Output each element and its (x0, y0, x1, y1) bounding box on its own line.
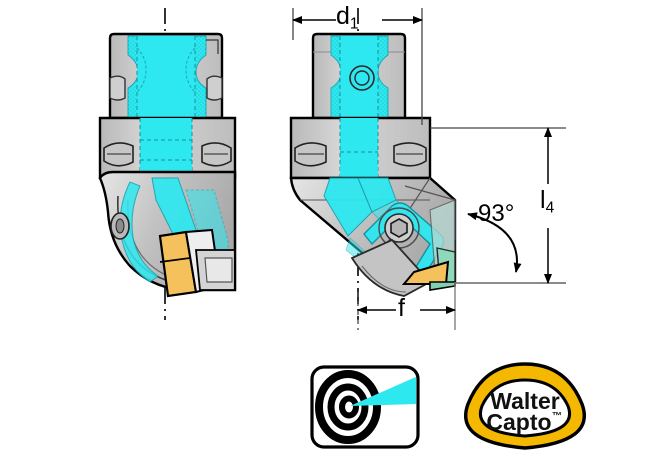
dimension-label-d1: d1 (336, 2, 359, 33)
svg-text:Capto: Capto (486, 409, 551, 435)
svg-text:™: ™ (552, 411, 562, 422)
svg-text:Walter: Walter (490, 388, 559, 414)
dimension-d1 (292, 8, 423, 125)
precision-coolant-icon (310, 365, 420, 449)
side-head (289, 176, 457, 297)
side-view (289, 8, 457, 320)
side-flange (289, 116, 432, 184)
coolant-port-icon (349, 65, 375, 91)
dimension-label-l4: l4 (540, 186, 555, 217)
walter-capto-logo: Walter Capto ™ (464, 362, 586, 450)
front-shank (108, 32, 224, 120)
clamp-screw (378, 207, 420, 249)
dimension-label-f: f (398, 294, 405, 322)
front-view (98, 8, 237, 320)
dimension-angle-93 (455, 212, 540, 284)
angle-label-93: 93° (478, 200, 515, 227)
side-shank (311, 32, 407, 120)
dimension-f (357, 282, 456, 330)
front-head (98, 170, 237, 298)
front-flange (98, 116, 237, 186)
